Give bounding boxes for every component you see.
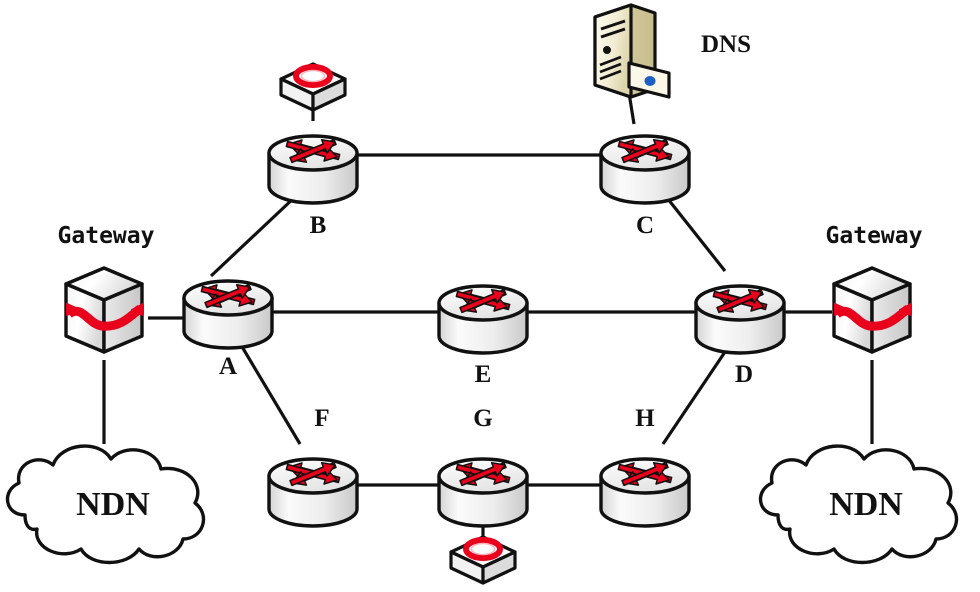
content-store-icon-cs-b[interactable] <box>279 62 347 112</box>
router-label-C: C <box>635 212 655 239</box>
gateway-flow-arrow <box>834 305 911 331</box>
router-icon-B[interactable] <box>267 134 359 205</box>
router-arrow <box>289 138 336 164</box>
link-A-F <box>236 339 302 445</box>
server-icon-dns[interactable] <box>593 3 671 99</box>
gateway-arrow-head-left <box>834 303 847 316</box>
router-icon-C[interactable] <box>599 134 691 205</box>
router-arrow <box>621 138 668 164</box>
router-arrows-C <box>617 138 673 164</box>
cloud-outline <box>5 444 206 565</box>
server-power-led <box>603 46 611 54</box>
server-status-dot <box>644 76 656 86</box>
router-icon-A[interactable] <box>182 279 274 350</box>
link-A-B <box>209 194 298 278</box>
router-label-G: G <box>473 405 493 432</box>
router-label-A: A <box>218 353 238 380</box>
link-C-D <box>662 193 727 272</box>
router-arrow <box>716 288 763 314</box>
content-store-ring <box>463 537 503 561</box>
router-arrow <box>204 283 251 309</box>
gateway-arrow-head-left <box>66 303 79 316</box>
router-arrow <box>459 461 506 487</box>
router-label-D: D <box>734 361 754 388</box>
router-label-B: B <box>309 212 327 239</box>
router-icon-G[interactable] <box>437 457 529 528</box>
router-arrow <box>621 461 668 487</box>
router-icon-H[interactable] <box>599 457 691 528</box>
server-front <box>593 3 633 99</box>
router-arrows-A <box>200 283 256 309</box>
server-vent-2 <box>600 27 626 39</box>
router-arrows-E <box>455 288 511 314</box>
server-label-dns: DNS <box>700 31 752 58</box>
router-label-E: E <box>474 361 492 388</box>
cloud-outline <box>758 444 959 565</box>
router-label-F: F <box>314 405 330 432</box>
cloud-label-ndn-right: NDN <box>829 486 903 523</box>
content-store-ring <box>293 64 333 88</box>
content-store-right-face <box>481 550 517 585</box>
router-arrows-D <box>712 288 768 314</box>
gateway-label-gw-left: Gateway <box>57 223 155 249</box>
router-arrow <box>459 288 506 314</box>
router-arrows-H <box>617 461 673 487</box>
router-arrows-B <box>285 138 341 164</box>
cloud-icon-ndn-left[interactable] <box>5 444 206 565</box>
content-store-ring-inner <box>470 542 496 556</box>
router-icon-F[interactable] <box>267 457 359 528</box>
gateway-flow-arrow <box>66 305 143 331</box>
router-arrows-F <box>285 461 341 487</box>
gateway-label-gw-right: Gateway <box>825 223 923 249</box>
gateway-icon-gw-left[interactable] <box>64 266 144 354</box>
content-store-right-face <box>311 77 347 112</box>
router-icon-D[interactable] <box>694 284 786 355</box>
cloud-label-ndn-left: NDN <box>76 486 150 523</box>
router-icon-E[interactable] <box>437 284 529 355</box>
content-store-icon-cs-g[interactable] <box>449 535 517 585</box>
gateway-icon-gw-right[interactable] <box>832 266 912 354</box>
content-store-ring-inner <box>300 69 326 83</box>
gateway-arrow-head-right <box>899 303 912 316</box>
gateway-arrow-head-right <box>131 303 144 316</box>
cloud-icon-ndn-right[interactable] <box>758 444 959 565</box>
router-arrows-G <box>455 461 511 487</box>
server-vent-1 <box>600 19 626 31</box>
link-H-D <box>661 342 733 445</box>
server-grille <box>599 55 622 81</box>
router-arrow <box>289 461 336 487</box>
router-label-H: H <box>635 405 655 432</box>
